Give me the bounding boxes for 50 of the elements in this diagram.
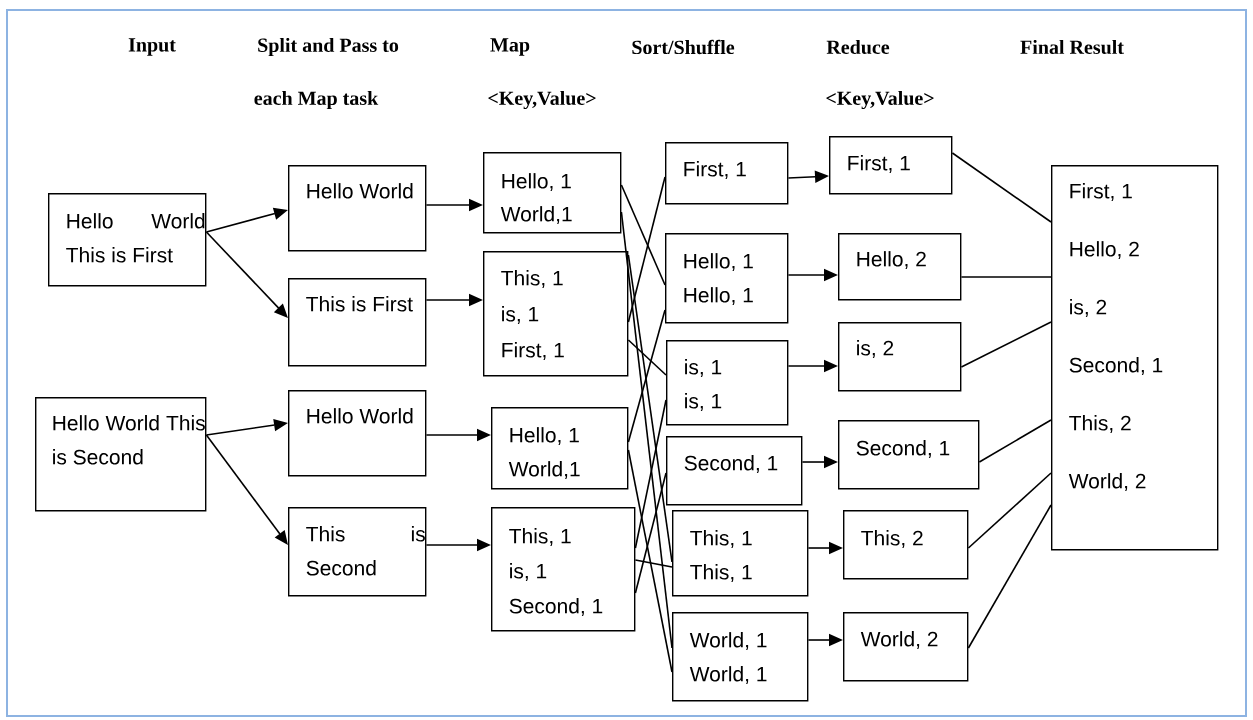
connector-line bbox=[634, 559, 673, 568]
column-heading: each Map task bbox=[254, 90, 379, 110]
connector-line bbox=[978, 419, 1052, 463]
process-box: This, 1 This, 1 bbox=[672, 510, 809, 597]
connector-line bbox=[967, 472, 1052, 549]
connector-line bbox=[960, 276, 1052, 278]
connector-line bbox=[960, 321, 1052, 368]
connector-line bbox=[627, 339, 667, 376]
process-box: First, 1 bbox=[665, 142, 789, 205]
arrow bbox=[205, 231, 288, 318]
process-box: This is Second bbox=[288, 507, 427, 597]
connector-line bbox=[627, 309, 666, 443]
connector-line bbox=[627, 449, 673, 673]
connector-line bbox=[627, 254, 673, 563]
process-box: Second, 1 bbox=[838, 420, 980, 490]
connector-line bbox=[620, 184, 666, 286]
process-box: Hello, 1 Hello, 1 bbox=[665, 233, 789, 324]
process-box: Hello World This is Second bbox=[35, 397, 207, 512]
connector-line bbox=[620, 211, 673, 649]
column-heading: <Key,Value> bbox=[488, 90, 596, 110]
process-box: This, 2 bbox=[843, 510, 969, 580]
column-heading: Map bbox=[490, 38, 530, 56]
connector-line bbox=[634, 399, 667, 549]
connector-line bbox=[627, 176, 666, 323]
process-box: World, 2 bbox=[843, 612, 969, 682]
arrow bbox=[205, 434, 288, 545]
connector-line bbox=[951, 152, 1052, 223]
column-heading: Sort/Shuffle bbox=[632, 39, 735, 55]
process-box: Hello, 1 World,1 bbox=[491, 407, 629, 490]
process-box: World, 1 World, 1 bbox=[672, 612, 809, 702]
column-heading: Input bbox=[128, 38, 176, 56]
process-box: Second, 1 bbox=[666, 436, 803, 506]
column-heading: <Key,Value> bbox=[826, 90, 934, 110]
process-box: This, 1 is, 1 First, 1 bbox=[483, 251, 629, 377]
process-box: Hello World This is First bbox=[48, 193, 207, 287]
process-box: Hello World bbox=[288, 390, 427, 477]
process-box: First, 1 bbox=[829, 136, 953, 195]
column-heading: Final Result bbox=[1020, 39, 1124, 55]
process-box: Hello World bbox=[288, 165, 427, 252]
connector-line bbox=[967, 504, 1052, 649]
connector-line bbox=[634, 472, 667, 594]
process-box: First, 1 Hello, 2 is, 2 Second, 1 This, 2 World, 2 bbox=[1051, 165, 1219, 551]
process-box: Hello, 1 World,1 bbox=[483, 152, 622, 234]
process-box: Hello, 2 bbox=[838, 233, 962, 301]
process-box: This, 1 is, 1 Second, 1 bbox=[491, 507, 636, 632]
process-box: is, 1 is, 1 bbox=[666, 340, 789, 426]
column-heading: Split and Pass to bbox=[258, 37, 399, 57]
process-box: This is First bbox=[288, 278, 427, 367]
process-box: is, 2 bbox=[838, 322, 962, 392]
column-heading: Reduce bbox=[826, 39, 890, 55]
